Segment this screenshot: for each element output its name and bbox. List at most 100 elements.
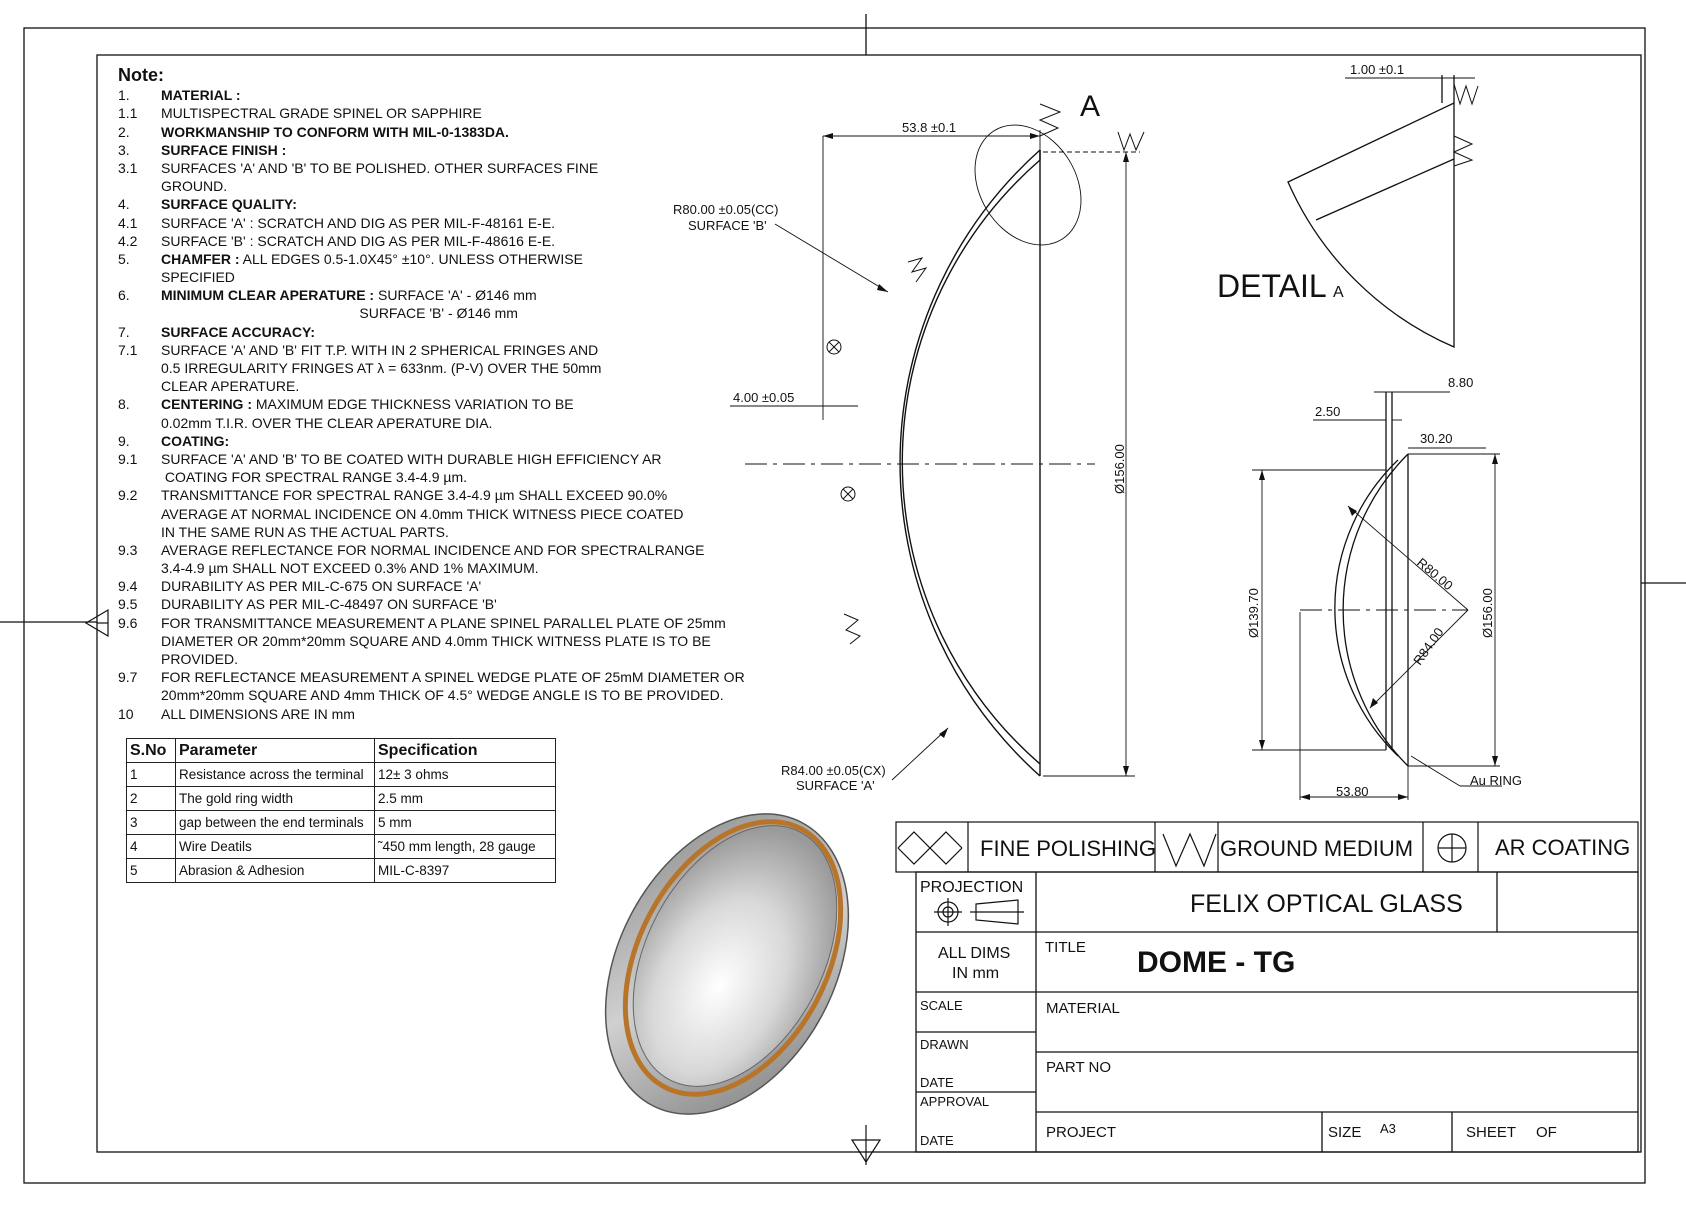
dim-r84: R84.00 <box>1410 625 1446 668</box>
note-number: 9.7 <box>118 669 138 686</box>
detail-label: DETAIL <box>1217 268 1327 304</box>
note-text: 3.4-4.9 µm SHALL NOT EXCEED 0.3% AND 1% … <box>161 560 539 577</box>
detail-a-view <box>1287 75 1479 348</box>
table-cell: 3 <box>126 810 176 835</box>
scale-label: SCALE <box>920 998 963 1013</box>
note-text: DURABILITY AS PER MIL-C-48497 ON SURFACE… <box>161 596 497 613</box>
table-row: 1 Resistance across the terminal 12± 3 o… <box>126 762 556 787</box>
note-text: SURFACE 'A' : SCRATCH AND DIG AS PER MIL… <box>161 214 556 231</box>
note-number: 4.1 <box>118 214 138 231</box>
section-view <box>1334 392 1409 767</box>
table-cell: 12± 3 ohms <box>374 762 556 787</box>
note-number: 9.1 <box>118 450 138 467</box>
note-text: DIAMETER OR 20mm*20mm SQUARE AND 4.0mm T… <box>161 632 711 649</box>
note-number: 7.1 <box>118 341 138 358</box>
table-cell: 5 mm <box>374 810 556 835</box>
note-text: COATING FOR SPECTRAL RANGE 3.4-4.9 µm. <box>161 469 468 486</box>
note-number: 9.6 <box>118 614 138 631</box>
note-text: AVERAGE AT NORMAL INCIDENCE ON 4.0mm THI… <box>161 505 684 522</box>
note-line: DIAMETER OR 20mm*20mm SQUARE AND 4.0mm T… <box>118 632 778 650</box>
table-row: 3 gap between the end terminals 5 mm <box>126 810 556 835</box>
sheet-frame <box>0 14 1686 1184</box>
note-lead: CHAMFER : <box>161 250 240 267</box>
size-value: A3 <box>1380 1121 1396 1136</box>
note-number: 4.2 <box>118 232 138 249</box>
note-line: CLEAR APERATURE. <box>118 377 778 395</box>
note-number: 10 <box>118 705 134 722</box>
note-text: SURFACE 'B' - Ø146 mm <box>161 305 518 322</box>
table-cell: The gold ring width <box>175 786 375 811</box>
note-text: SURFACE 'A' AND 'B' TO BE COATED WITH DU… <box>161 450 662 467</box>
note-text: WORKMANSHIP TO CONFORM WITH MIL-0-1383DA… <box>161 123 509 140</box>
note-number: 1.1 <box>118 105 138 122</box>
date-label-1: DATE <box>920 1075 954 1090</box>
note-line: 3.SURFACE FINISH : <box>118 141 778 159</box>
note-text: AVERAGE REFLECTANCE FOR NORMAL INCIDENCE… <box>161 541 705 558</box>
note-line: IN THE SAME RUN AS THE ACTUAL PARTS. <box>118 523 778 541</box>
of-label: OF <box>1536 1124 1557 1141</box>
fine-polishing-label: FINE POLISHING <box>980 836 1156 861</box>
note-line: 0.5 IRREGULARITY FRINGES AT λ = 633nm. (… <box>118 359 778 377</box>
note-text: 0.02mm T.I.R. OVER THE CLEAR APERATURE D… <box>161 414 493 431</box>
note-text: SURFACE ACCURACY: <box>161 323 315 340</box>
note-line: 8.CENTERING : MAXIMUM EDGE THICKNESS VAR… <box>118 395 778 413</box>
material-label: MATERIAL <box>1046 1000 1120 1017</box>
table-cell: MIL-C-8397 <box>374 858 556 883</box>
note-line: 1. MATERIAL : <box>118 86 778 104</box>
note-text: MATERIAL : <box>161 87 241 104</box>
note-text: CHAMFER : ALL EDGES 0.5-1.0X45° ±10°. UN… <box>161 250 583 268</box>
note-lead: MINIMUM CLEAR APERATURE : <box>161 287 375 304</box>
detail-marker: A <box>1080 90 1100 123</box>
ar-coating-label: AR COATING <box>1495 835 1630 860</box>
dome-3d-render <box>604 813 850 1115</box>
projection-label: PROJECTION <box>920 879 1023 896</box>
ar-coating-icon <box>1437 833 1467 863</box>
detail-label-suffix: A <box>1333 284 1344 301</box>
parameter-table: S.No Parameter Specification 1 Resistanc… <box>126 738 556 883</box>
table-cell: gap between the end terminals <box>175 810 375 835</box>
ground-medium-label: GROUND MEDIUM <box>1220 836 1413 861</box>
note-line: 9.7 FOR REFLECTANCE MEASUREMENT A SPINEL … <box>118 668 778 686</box>
note-rest: ALL EDGES 0.5-1.0X45° ±10°. UNLESS OTHER… <box>239 250 583 267</box>
table-row: 2 The gold ring width 2.5 mm <box>126 786 556 811</box>
fine-polishing-icon <box>897 831 963 865</box>
note-line: COATING FOR SPECTRAL RANGE 3.4-4.9 µm. <box>118 468 778 486</box>
note-text: SURFACE QUALITY: <box>161 196 297 213</box>
note-line: 9.1 SURFACE 'A' AND 'B' TO BE COATED WITH… <box>118 450 778 468</box>
drawn-label: DRAWN <box>920 1037 969 1052</box>
title-value: DOME - TG <box>1137 946 1295 979</box>
note-line: 9.COATING: <box>118 432 778 450</box>
note-number: 9.5 <box>118 596 138 613</box>
table-cell: 5 <box>126 858 176 883</box>
note-number: 8. <box>118 396 130 413</box>
main-view-symbols <box>826 103 1145 645</box>
title-label: TITLE <box>1045 939 1086 956</box>
note-line: 4.SURFACE QUALITY: <box>118 195 778 213</box>
main-view-dims <box>730 124 1140 781</box>
table-cell: Abrasion & Adhesion <box>175 858 375 883</box>
note-line: SPECIFIED <box>118 268 778 286</box>
note-number: 1. <box>118 87 130 104</box>
column-header: Parameter <box>175 738 375 763</box>
note-line: 0.02mm T.I.R. OVER THE CLEAR APERATURE D… <box>118 414 778 432</box>
sheet-label: SHEET <box>1466 1124 1516 1141</box>
date-label-2: DATE <box>920 1133 954 1148</box>
note-line: AVERAGE AT NORMAL INCIDENCE ON 4.0mm THI… <box>118 505 778 523</box>
note-text: SURFACE FINISH : <box>161 141 287 158</box>
note-text: FOR REFLECTANCE MEASUREMENT A SPINEL WED… <box>161 669 745 686</box>
note-text: SPECIFIED <box>161 269 235 286</box>
note-number: 6. <box>118 287 130 304</box>
note-number: 2. <box>118 123 130 140</box>
main-dome-view <box>899 149 1041 777</box>
note-number: 5. <box>118 250 130 267</box>
all-dims-line2: IN mm <box>952 965 999 982</box>
note-text: MINIMUM CLEAR APERATURE : SURFACE 'A' - … <box>161 286 537 304</box>
